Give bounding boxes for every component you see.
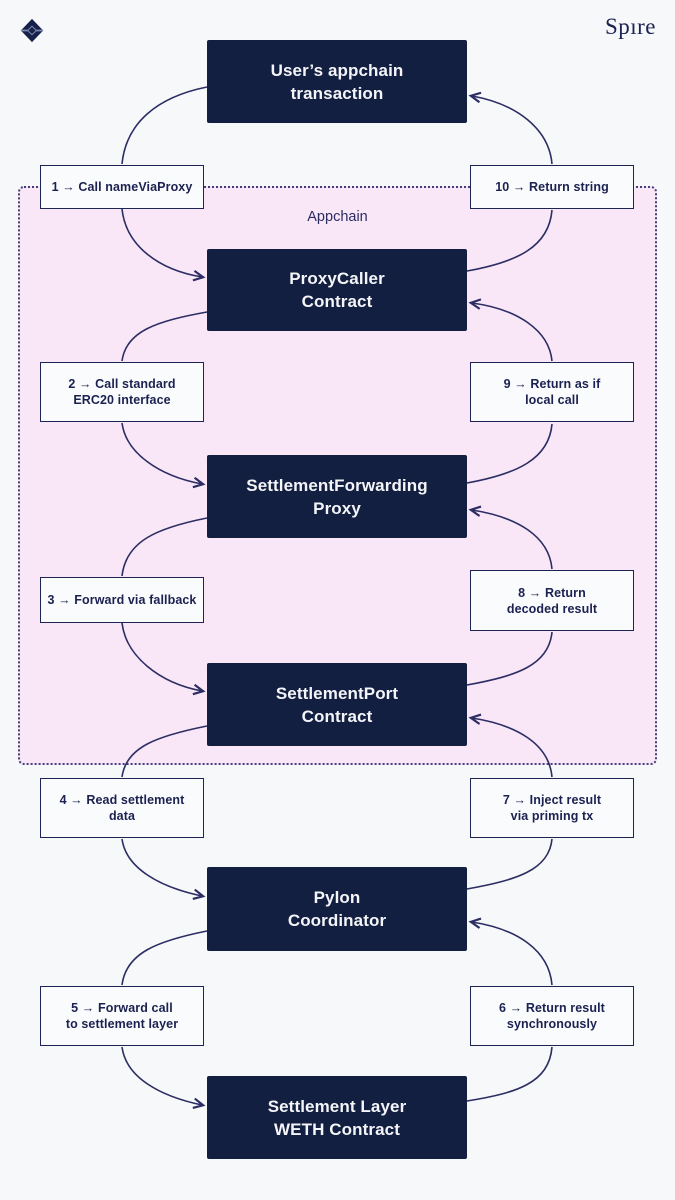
step-text-line: 5 → Forward call: [71, 1001, 173, 1015]
step-label-5: 5 → Forward call to settlement layer: [40, 986, 204, 1046]
step-text-line: 2 → Call standard: [68, 377, 176, 391]
node-text-line: transaction: [290, 83, 384, 103]
step-text-line: ERC20 interface: [73, 393, 171, 407]
step-label-2: 2 → Call standard ERC20 interface: [40, 362, 204, 422]
edge-step10-to-user: [468, 91, 553, 165]
step-text-line: local call: [525, 393, 579, 407]
edge-pylon-to-step7: [466, 838, 553, 890]
step-text-line: 10 → Return string: [495, 180, 609, 194]
step-label-4: 4 → Read settlement data: [40, 778, 204, 838]
node-text-line: SettlementPort: [275, 683, 399, 703]
node-text-line: Contract: [301, 292, 373, 311]
step-label-3: 3 → Forward via fallback: [40, 577, 204, 623]
step-text-line: data: [108, 809, 136, 823]
node-text-line: Coordinator: [287, 911, 387, 930]
node-text-line: User’s appchain: [270, 60, 404, 80]
step-label-1: 1 → Call nameViaProxy: [40, 165, 204, 209]
edge-step6-to-pylon: [468, 917, 553, 986]
node-settlement-port-contract: SettlementPort Contract: [207, 663, 467, 746]
node-settlement-forwarding-proxy: SettlementForwarding Proxy: [207, 455, 467, 538]
step-text-line: 4 → Read settlement: [59, 793, 185, 807]
step-label-9: 9 → Return as if local call: [470, 362, 634, 422]
step-text-line: 7 → Inject result: [502, 793, 602, 807]
node-text-line: Pylon: [313, 888, 361, 907]
step-text-line: 9 → Return as if: [503, 377, 601, 391]
step-text-line: 1 → Call nameViaProxy: [51, 180, 193, 194]
step-text-line: to settlement layer: [65, 1017, 179, 1031]
edge-weth-to-step6: [466, 1046, 553, 1102]
step-label-10: 10 → Return string: [470, 165, 634, 209]
step-label-8: 8 → Return decoded result: [470, 570, 634, 631]
appchain-region-label: Appchain: [307, 209, 368, 225]
node-text-line: Settlement Layer: [267, 1096, 407, 1116]
step-text-line: decoded result: [506, 601, 598, 616]
step-text-line: 3 → Forward via fallback: [47, 593, 197, 607]
node-text-line: SettlementForwarding: [246, 475, 428, 495]
step-text-line: via priming tx: [510, 809, 594, 823]
edge-pylon-to-step5: [121, 930, 208, 986]
step-label-6: 6 → Return result synchronously: [470, 986, 634, 1046]
step-label-7: 7 → Inject result via priming tx: [470, 778, 634, 838]
node-text-line: Proxy: [313, 498, 361, 518]
node-pylon-coordinator: Pylon Coordinator: [207, 867, 467, 951]
logo-inner-diamond-shape: [26, 25, 38, 36]
step-text-line: synchronously: [506, 1017, 598, 1031]
node-text-line: ProxyCaller: [289, 269, 385, 288]
brand-wordmark[interactable]: Spıre: [604, 14, 656, 39]
edge-step5-to-weth: [121, 1046, 206, 1110]
spire-diamond-logo-icon[interactable]: [20, 18, 44, 43]
node-settlement-layer-weth-contract: Settlement Layer WETH Contract: [207, 1076, 467, 1159]
edge-step4-to-pylon: [121, 838, 206, 901]
edge-user-to-step1: [121, 86, 208, 165]
node-proxycaller-contract: ProxyCaller Contract: [207, 249, 467, 331]
step-text-line: 6 → Return result: [499, 1001, 605, 1015]
step-text-line: 8 → Return: [518, 585, 586, 600]
node-text-line: WETH Contract: [274, 1119, 400, 1139]
node-user-appchain-transaction: User’s appchain transaction: [207, 40, 467, 123]
node-text-line: Contract: [301, 706, 373, 726]
